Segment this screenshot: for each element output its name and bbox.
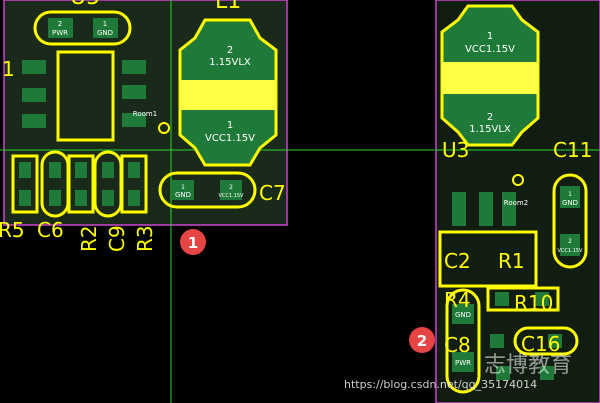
designator-r4: R4 (444, 288, 471, 312)
connector-pin1-name: GND (97, 29, 113, 37)
designator-r10: R10 (514, 291, 553, 315)
vertical-cap-pwr-label: PWR (455, 359, 471, 367)
right-inductor-pin1-net: VCC1.15V (465, 44, 515, 55)
designator-c16: C16 (521, 332, 560, 356)
annotation-marker-1: 1 (180, 229, 206, 255)
vertical-cap-gnd-label: GND (455, 311, 471, 319)
right-inductor-pin2-number: 2 (487, 112, 493, 123)
l1-label: L1 (215, 0, 241, 14)
u5-pin1-indicator (158, 122, 170, 134)
c7-pin2-number: 2 (229, 184, 233, 191)
designator-r5: R5 (0, 218, 25, 242)
designator-c9: C9 (105, 225, 129, 252)
designator-u3: U3 (442, 138, 469, 162)
c11-pin2-net: VCC1.15V (558, 248, 584, 254)
room2-label: Room2 (504, 199, 528, 207)
right-inductor-pin1-number: 1 (487, 31, 493, 42)
c11-pin1-net: GND (562, 199, 578, 207)
l1-pin1-number: 1 (227, 120, 233, 131)
c11-pin2-number: 2 (568, 238, 572, 245)
l1-pin2-net: 1.15VLX (209, 57, 251, 68)
designator-c11: C11 (553, 138, 592, 162)
c7-pin1-number: 1 (181, 184, 185, 191)
designator-c2: C2 (444, 249, 471, 273)
room1-label: Room1 (133, 110, 157, 118)
marker-1-text: 1 (188, 234, 198, 252)
capacitor-c7[interactable]: 1 GND 2 VCC1.15V (158, 171, 257, 209)
designator-c7: C7 (259, 181, 286, 205)
u5-label: U5 (70, 0, 100, 10)
marker-2-text: 2 (417, 332, 427, 350)
c7-pin2-net: VCC1.15V (219, 193, 245, 199)
capacitor-c11[interactable]: 1 GND 2 VCC1.15V (552, 173, 588, 269)
component-c2-r1[interactable] (438, 230, 538, 288)
watermark-brand: 志博教育 (484, 353, 572, 378)
c7-pin1-net: GND (175, 191, 191, 199)
connector-pwr-gnd[interactable]: 2 PWR 1 GND (33, 10, 132, 46)
l1-pin2-number: 2 (227, 45, 233, 56)
u3-pin1-indicator (512, 174, 524, 186)
designator-r3: R3 (133, 225, 157, 252)
passive-row-left[interactable] (11, 150, 148, 218)
connector-pin1-number: 1 (103, 20, 107, 28)
designator-r1: R1 (498, 249, 525, 273)
designator-c8: C8 (444, 333, 471, 357)
connector-pin2-number: 2 (58, 20, 62, 28)
watermark-url: https://blog.csdn.net/qq_35174014 (344, 378, 537, 391)
capacitor-c16[interactable] (490, 326, 579, 380)
annotation-marker-2: 2 (409, 327, 435, 353)
capacitor-gnd-pwr[interactable]: GND PWR (445, 288, 481, 394)
left-edge-one-label: 1 (2, 57, 15, 81)
resistor-r10[interactable] (486, 286, 560, 312)
right-inductor-pin2-net: 1.15VLX (469, 124, 511, 135)
connector-pin2-name: PWR (52, 29, 68, 37)
inductor-l1[interactable]: 2 1.15VLX 1 VCC1.15V (178, 18, 278, 167)
designator-r2: R2 (77, 225, 101, 252)
inductor-right[interactable]: 1 VCC1.15V 2 1.15VLX (440, 4, 540, 147)
ic-u3[interactable]: Room2 (452, 174, 528, 226)
designator-c6: C6 (37, 218, 64, 242)
ic-u5[interactable]: Room1 (22, 50, 170, 142)
watermark: 志博教育 https://blog.csdn.net/qq_35174014 (344, 353, 572, 391)
c11-pin1-number: 1 (568, 191, 572, 198)
l1-pin1-net: VCC1.15V (205, 133, 255, 144)
